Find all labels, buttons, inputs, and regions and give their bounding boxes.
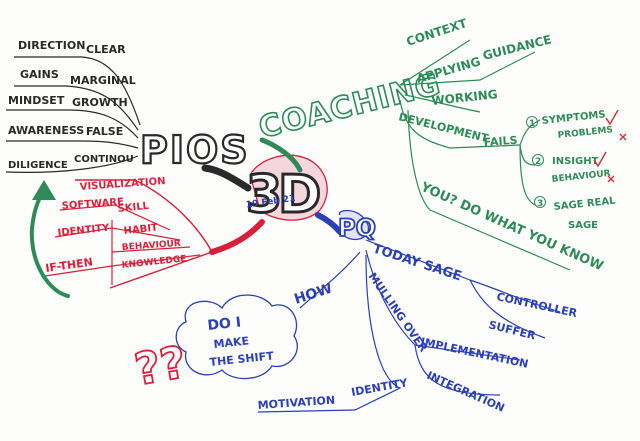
cloud-line: DO I [207,315,242,334]
pq-item: IMPLEMENTATION [419,335,529,371]
cloud-line: MAKE [213,334,250,351]
pq-item: INTEGRATION [425,369,507,415]
step-label-a: SYMPTOMS [541,109,606,127]
check-icon [605,109,619,126]
pios-row: DILIGENCE CONTINOU [5,154,139,173]
pios-row-right: GROWTH [72,96,128,109]
pios-row-right: FALSE [86,125,123,138]
red-row-left: SOFTWARE [61,197,124,212]
coaching-item: CONTEXT [405,16,470,49]
coaching-branch: COACHING CONTEXT APPLYING GUIDANCE WORKI… [255,16,627,274]
cloud-line: THE SHIFT [209,349,275,369]
coaching-step: 3 SAGE REAL SAGE [534,195,617,231]
pq-item: MOTIVATION [257,394,335,412]
red-row-right: KNOWLEDGE [121,254,187,271]
center-number: 3D [246,165,319,225]
center-hub: 3D 19 Feb 21 [245,154,328,227]
pios-row-left: DILIGENCE [8,160,68,171]
pios-row: MINDSET GROWTH [6,94,139,139]
question-marks-icon: ?? [131,337,190,396]
step-label-b: SAGE [568,220,598,231]
step-label-a: SAGE REAL [553,195,617,212]
coaching-item: GUIDANCE [481,32,553,63]
step-label-b: BEHAVIOUR [551,169,611,185]
pios-row-right: CLEAR [86,43,126,56]
red-row-right: HABIT [123,222,158,237]
pios-row-left: DIRECTION [18,39,85,52]
red-row-right: BEHAVIOUR [122,239,182,253]
pios-row-left: AWARENESS [8,124,84,137]
thought-cloud: DO I MAKE THE SHIFT [175,294,298,380]
pios-row-left: GAINS [20,68,59,81]
pios-row: AWARENESS FALSE [6,124,139,149]
coaching-step: 2 INSIGHT BEHAVIOUR [532,151,615,185]
pios-row-left: MINDSET [8,94,65,107]
pios-row-right: MARGINAL [70,74,136,87]
step-label-a: INSIGHT [552,156,599,167]
step-number: 3 [537,199,543,209]
pq-item: CONTROLLER [495,290,578,320]
pios-row: DIRECTION CLEAR [14,39,141,126]
check-icon [593,151,607,168]
pios-title: PIOS [140,128,250,172]
red-branch: VISUALIZATION SOFTWARE SKILL IDENTITY HA… [45,176,265,289]
pq-item: HOW [292,281,334,308]
pq-item: TODAY SAGE [371,242,464,285]
cross-icon [607,175,615,183]
step-number: 1 [529,119,535,129]
coaching-step: 1 SYMPTOMS PROBLEMS [526,109,627,141]
coaching-item: FAILS [483,134,518,149]
cross-icon [619,133,627,141]
pios-row-right: CONTINOU [74,154,134,165]
step-number: 2 [535,157,541,167]
coaching-item: WORKING [431,87,498,108]
pq-item: IDENTITY [350,376,409,399]
pq-item: SUFFER [487,318,537,342]
step-label-b: PROBLEMS [557,125,613,141]
pq-title: PQ [338,214,376,242]
green-loop-arrow-icon [29,180,70,298]
coaching-item: APPLYING [415,54,482,86]
pios-row: GAINS MARGINAL [14,68,139,131]
red-row-left: IDENTITY [57,223,110,239]
pios-branch: PIOS DIRECTION CLEAR GAINS MARGINAL MIND… [5,39,252,192]
red-row-right: SKILL [117,201,150,215]
